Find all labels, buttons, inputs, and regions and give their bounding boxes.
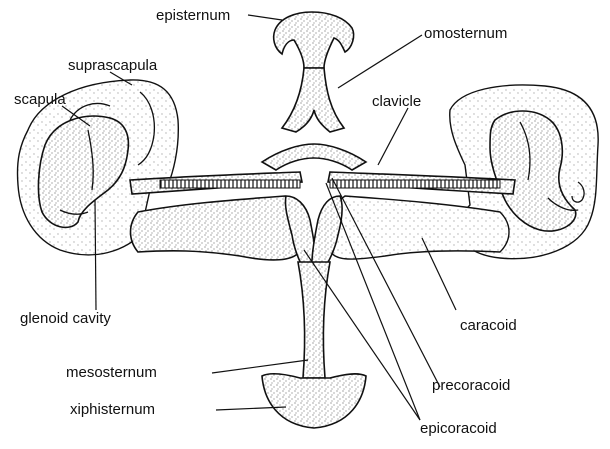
label-caracoid: caracoid <box>460 317 517 334</box>
label-omosternum: omosternum <box>424 25 507 42</box>
label-epicoracoid: epicoracoid <box>420 420 497 437</box>
label-xiphisternum: xiphisternum <box>70 401 155 418</box>
label-suprascapula: suprascapula <box>68 57 158 74</box>
xiphisternum-shape <box>262 374 366 428</box>
right-clavicle-hatch <box>330 180 500 188</box>
label-glenoid-cavity: glenoid cavity <box>20 310 111 327</box>
clavicle-arch <box>262 144 366 170</box>
label-precoracoid: precoracoid <box>432 377 510 394</box>
label-episternum: episternum <box>156 7 230 24</box>
left-clavicle-hatch <box>160 180 300 188</box>
label-clavicle: clavicle <box>372 93 421 110</box>
left-coracoid-shape <box>131 196 302 260</box>
episternum-shape <box>274 12 354 68</box>
omosternum-shape <box>282 68 344 132</box>
label-scapula: scapula <box>14 91 66 108</box>
label-mesosternum: mesosternum <box>66 364 157 381</box>
